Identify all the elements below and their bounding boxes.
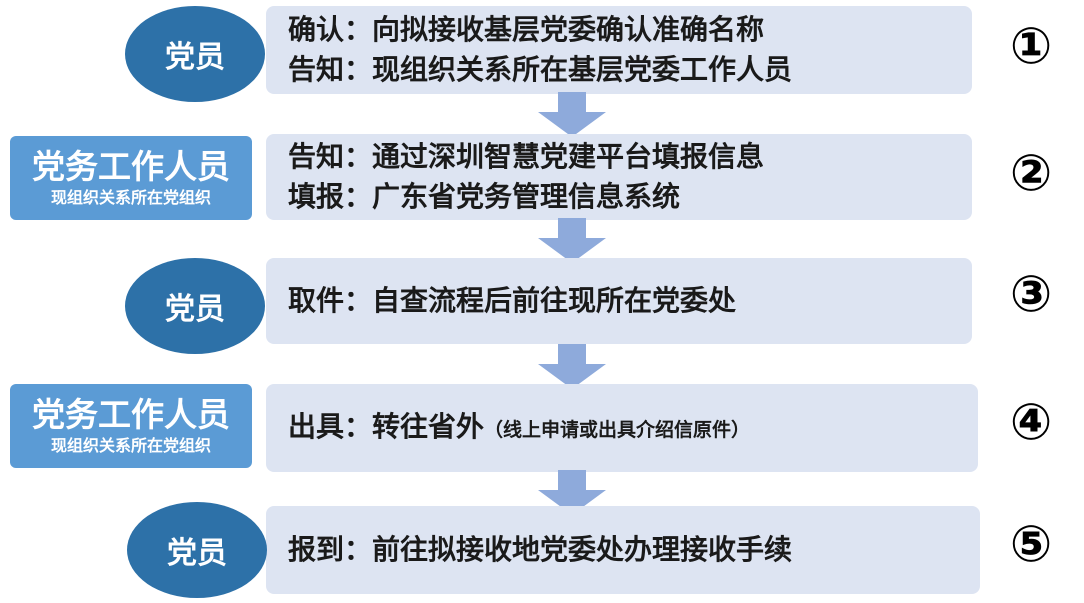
- step-5-number: ⑤: [1009, 515, 1053, 573]
- step-2-line-2: 填报：广东省党务管理信息系统: [288, 180, 681, 213]
- step-2-role-rect: 党务工作人员 现组织关系所在党组织: [10, 136, 252, 220]
- step-5-role-label: 党员: [167, 536, 227, 571]
- step-3-role-label: 党员: [165, 292, 225, 327]
- step-4-role-label: 党务工作人员: [32, 395, 230, 434]
- step-3-number: ③: [1009, 265, 1053, 323]
- step-2-role-sublabel: 现组织关系所在党组织: [50, 188, 211, 207]
- step-5-line-1: 报到：前往拟接收地党委处办理接收手续: [288, 533, 793, 566]
- step-1-box: 确认：向拟接收基层党委确认准确名称 告知：现组织关系所在基层党委工作人员: [266, 6, 972, 94]
- step-4-box: 出具：转往省外（线上申请或出具介绍信原件）: [266, 384, 978, 472]
- step-3-line-1: 取件：自查流程后前往现所在党委处: [288, 284, 737, 317]
- step-1-number: ①: [1009, 17, 1053, 75]
- step-2-role-label: 党务工作人员: [32, 147, 230, 186]
- step-3-role-oval: 党员: [125, 258, 265, 354]
- arrow-down-icon-2: [538, 218, 606, 263]
- step-4-role-rect: 党务工作人员 现组织关系所在党组织: [10, 384, 252, 468]
- arrow-down-icon-3: [538, 344, 606, 389]
- step-2-line-1: 告知：通过深圳智慧党建平台填报信息: [288, 140, 765, 173]
- step-5-role-oval: 党员: [127, 502, 267, 598]
- step-1-line-2: 告知：现组织关系所在基层党委工作人员: [288, 53, 793, 86]
- step-4-line-1-note: （线上申请或出具介绍信原件）: [484, 418, 751, 441]
- step-1-role-oval: 党员: [125, 6, 265, 102]
- step-1-role-label: 党员: [165, 40, 225, 75]
- step-1-line-1: 确认：向拟接收基层党委确认准确名称: [288, 13, 765, 46]
- step-2-number: ②: [1009, 144, 1053, 202]
- arrow-down-icon-4: [538, 470, 606, 515]
- step-4-line-1: 出具：转往省外（线上申请或出具介绍信原件）: [288, 407, 978, 450]
- step-3-box: 取件：自查流程后前往现所在党委处: [266, 258, 972, 344]
- step-5-box: 报到：前往拟接收地党委处办理接收手续: [266, 506, 980, 594]
- arrow-down-icon-1: [538, 92, 606, 137]
- step-4-role-sublabel: 现组织关系所在党组织: [50, 436, 211, 455]
- step-4-line-1-text: 出具：转往省外: [288, 409, 485, 443]
- step-2-box: 告知：通过深圳智慧党建平台填报信息 填报：广东省党务管理信息系统: [266, 134, 972, 220]
- step-4-number: ④: [1009, 393, 1053, 451]
